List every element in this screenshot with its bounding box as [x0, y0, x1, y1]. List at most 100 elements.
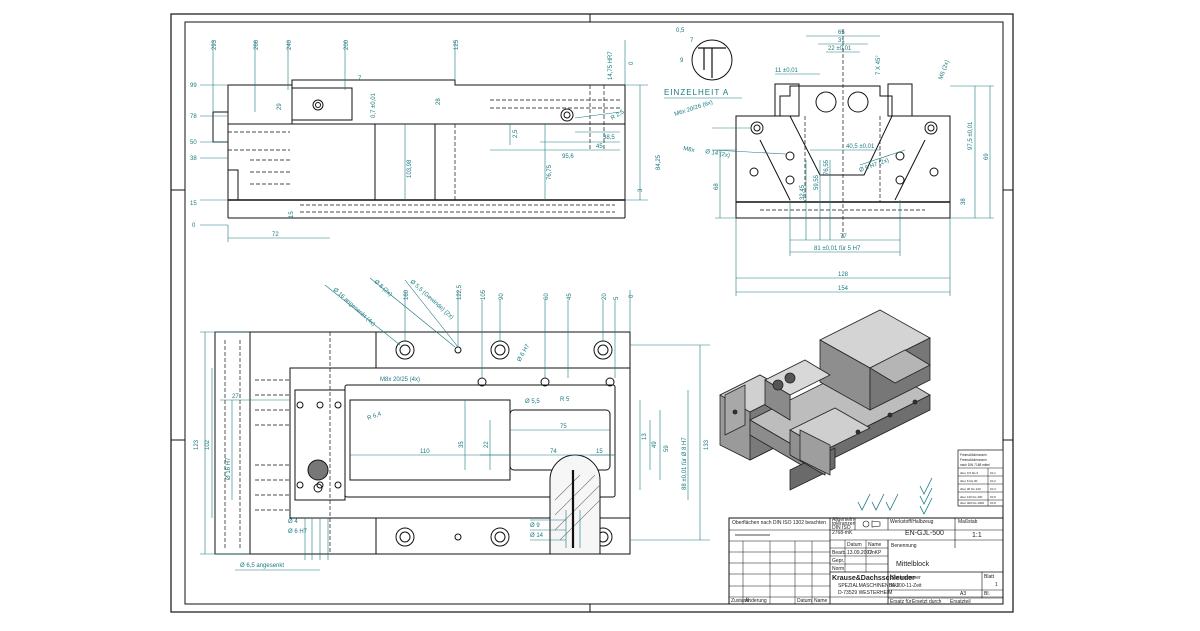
dim-text: Ø 14 [530, 533, 544, 539]
dim-text: 13 [642, 433, 648, 440]
dim-text: 0 [629, 61, 635, 65]
row-norm: Norm [832, 566, 844, 572]
dim-text: 103,98 [407, 159, 413, 178]
tol-value: ±0,3 [990, 487, 996, 491]
dim-text: R 5 [560, 397, 570, 403]
tol-value: ±0,5 [990, 495, 996, 499]
dim-text: R 6,4 [367, 411, 383, 422]
sachnummer-value: N-100-11-Zeit [891, 583, 922, 589]
dim-text: 0 [192, 223, 196, 229]
dim-text: Ø 16 H7 [226, 457, 232, 480]
dim-text: 31 [838, 38, 845, 44]
scale-value: 1:1 [972, 532, 982, 539]
surface-symbols [857, 477, 933, 515]
dim-text: M6 (2x) [938, 60, 951, 81]
dim-text: 15 [596, 449, 603, 455]
benennung-value: Mittelblock [896, 561, 930, 568]
bearb-name: OnKP [868, 550, 882, 556]
dim-text: 65 [838, 30, 845, 36]
company-line: SPEZIALMASCHINENBAU [838, 583, 899, 589]
bl-label: Bl. [984, 591, 990, 597]
dim-text: 14,75 HR7 [608, 51, 614, 80]
general-tolerances: 2768-mK [832, 530, 853, 536]
dim-text: 50 [190, 140, 197, 146]
title-block-texts: Oberflächen nach DIN ISO 1302 beachten A… [731, 517, 998, 605]
callout-text: Ø 8 (2x) [373, 279, 393, 298]
detail-label: EINZELHEIT A [664, 88, 729, 97]
size-value: A3 [960, 591, 966, 597]
tol-value: ±0,8 [990, 501, 996, 505]
title-block [728, 517, 1004, 605]
side-view-dimension-texts: 65 31 22 ±0,01 11 ±0,01 7 X 45° M6 (2x) … [674, 30, 990, 292]
dim-text: 45 [596, 144, 603, 150]
dim-text: 68 [714, 183, 720, 190]
dim-text: Ø 14 (2x) [705, 149, 731, 159]
isometric-view [719, 309, 931, 491]
sachnummer-label: Sachnummer [891, 575, 921, 581]
col-datum: Datum [847, 542, 862, 548]
dim-text: 90 [499, 293, 505, 300]
dim-text: 22 ±0,01 [828, 46, 852, 52]
outer-border [170, 13, 1014, 613]
dim-text: 38,5 [603, 135, 615, 141]
tol-value: ±0,1 [990, 471, 996, 475]
dim-text: 11 ±0,01 [775, 68, 799, 74]
tol-title: Freimaßtoleranzen [960, 458, 987, 462]
tolerance-table: Freimaßtoleranzen Freimaßtoleranzen nach… [957, 449, 1004, 507]
col-name: Name [868, 542, 882, 548]
dim-text: 40,5 ±0,01 [846, 144, 875, 150]
tol-value: ±0,2 [990, 479, 996, 483]
top-view-dimension-lines [200, 40, 648, 242]
dim-text: R 2,5 [610, 109, 626, 122]
dim-text: 102 [205, 439, 211, 450]
dim-text: 38 [190, 156, 197, 162]
dim-text: 88 ±0,01 für Ø 8 H7 [682, 437, 688, 490]
ersatz-col: Ersatz für [890, 599, 912, 605]
dim-text: 154 [838, 286, 849, 292]
tol-title: Freimaßtoleranzen [960, 453, 987, 457]
tol-range: über 400 bis 1000 [960, 501, 984, 505]
dim-text: 84,25 [656, 154, 662, 170]
dim-text: 5 [614, 296, 620, 300]
dim-text: Ø 6 H7 [288, 529, 308, 535]
dim-text: 133 [704, 439, 710, 450]
dim-text: 75 [560, 424, 567, 430]
dim-text: M6x 20/26 (6x) [674, 100, 714, 118]
tol-range: über 0,5 bis 6 [960, 471, 979, 475]
dim-text: 59,55 [814, 174, 820, 190]
ersatz-col: Ersetzt durch [912, 599, 942, 605]
dim-text: 60 [544, 293, 550, 300]
dim-text: 72 [272, 232, 279, 238]
dim-text: 28 [436, 98, 442, 105]
dim-text: 76,75 [547, 164, 553, 180]
dim-text: 97,5 ±0,01 [968, 121, 974, 150]
dim-text: 29 [277, 103, 283, 110]
dim-text: 76,55 [824, 159, 830, 175]
dim-text: Ø 5,5 [525, 399, 540, 405]
material-label: Werkstoff/Halbzeug [890, 519, 934, 525]
dim-text: 69 [984, 153, 990, 160]
dim-text: 32,45 [800, 184, 806, 200]
dim-text: 123 [194, 439, 200, 450]
dim-text: 3 [638, 188, 644, 192]
zustand-col: Zustand [731, 598, 749, 604]
ersatz-col: Ersatzteil [950, 599, 971, 605]
dim-text: 81 ±0,01 für 5 H7 [814, 246, 861, 252]
scale-label: Maßstab [958, 519, 978, 525]
dim-text: 45 [567, 293, 573, 300]
front-view-dimension-lines [200, 277, 710, 571]
dim-text: 77 [840, 234, 847, 240]
detail-dim: 9 [680, 58, 684, 64]
dim-text: 7 [358, 76, 362, 82]
dim-text: M8x 20/25 (4x) [380, 377, 420, 383]
bearb-date: 13.09.2007 [847, 550, 872, 556]
dim-text: 240 [287, 39, 293, 50]
blatt-label: Blatt [984, 574, 995, 580]
dim-text: 7 X 45° [876, 55, 882, 75]
dim-text: 78 [190, 114, 197, 120]
tol-range: über 6 bis 30 [960, 479, 978, 483]
inner-border [184, 21, 1004, 605]
tol-range: über 30 bis 120 [960, 487, 981, 491]
company-line: D-73529 WESTERHEIM [838, 590, 892, 596]
dim-text: 49 [652, 441, 658, 448]
